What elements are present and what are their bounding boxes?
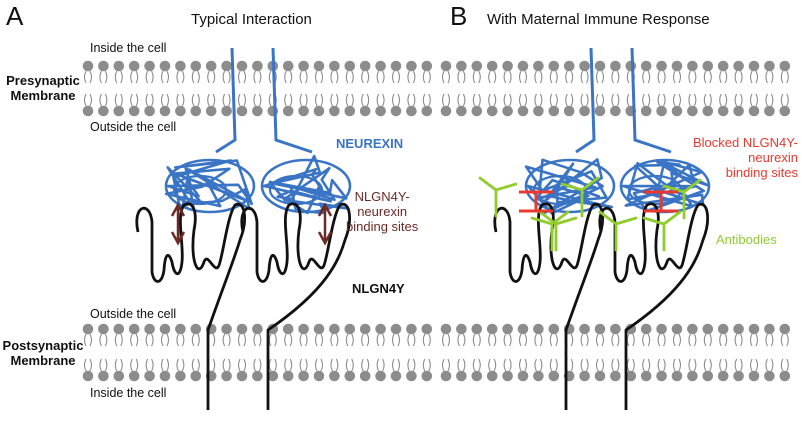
outside-the-cell-bottom: Outside the cell	[90, 307, 177, 321]
blocked-line-2: neurexin	[748, 149, 798, 165]
presynaptic-lower-leaflet-0	[82, 93, 433, 117]
nlgn4y-b-right	[598, 202, 709, 410]
neurexin-label: NEUREXIN	[336, 136, 404, 151]
blocked-line-1: Blocked NLGN4Y-	[692, 135, 798, 150]
antibody-1	[478, 176, 518, 218]
antibody-6	[642, 210, 682, 252]
presynaptic-line-1: Presynaptic	[6, 73, 80, 88]
neurexin-a-left	[164, 47, 256, 214]
antibodies	[478, 176, 702, 252]
blocker-left	[519, 190, 553, 213]
blocker-right	[644, 190, 678, 213]
presynaptic-upper-leaflet-1	[440, 60, 791, 84]
postsynaptic-line-2: Membrane	[10, 352, 76, 368]
postsynaptic-upper-leaflet-0	[82, 323, 433, 347]
blocked-sites-label: Blocked NLGN4Y- neurexin binding sites	[680, 135, 798, 181]
outside-the-cell-top: Outside the cell	[90, 120, 177, 134]
postsynaptic-membrane-label: Postsynaptic Membrane	[0, 338, 86, 369]
presynaptic-lower-leaflet-1	[440, 93, 791, 117]
antibody-3	[530, 210, 570, 252]
postsynaptic-upper-leaflet-1	[440, 323, 791, 347]
antibody-2	[538, 210, 578, 252]
postsynaptic-lower-leaflet-1	[440, 358, 791, 382]
panel-b-letter: B	[450, 1, 468, 31]
blocked-line-3: binding sites	[725, 164, 798, 180]
antibody-5	[598, 210, 638, 252]
inside-the-cell-top: Inside the cell	[90, 41, 167, 55]
binding-sites-line-1: NLGN4Y-	[354, 189, 410, 204]
antibody-7	[662, 178, 702, 220]
binding-sites-label: NLGN4Y- neurexin binding sites	[346, 189, 419, 235]
inside-the-cell-bottom: Inside the cell	[90, 386, 167, 400]
binding-arrow-left	[170, 202, 186, 246]
postsynaptic-lower-leaflet-0	[82, 358, 433, 382]
antibody-4	[560, 176, 600, 218]
nlgn4y-label: NLGN4Y	[352, 281, 405, 296]
antibodies-label: Antibodies	[716, 232, 777, 247]
binding-sites-line-2: neurexin	[357, 203, 408, 219]
presynaptic-upper-leaflet-0	[82, 60, 433, 84]
postsynaptic-line-1: Postsynaptic	[2, 338, 84, 353]
binding-arrow-right	[317, 202, 333, 246]
membranes	[82, 60, 791, 382]
panel-b-title: With Maternal Immune Response	[487, 11, 710, 28]
binding-arrows	[170, 202, 333, 246]
presynaptic-line-2: Membrane	[10, 87, 76, 103]
presynaptic-membrane-label: Presynaptic Membrane	[0, 73, 86, 104]
nlgn4y-a-left	[135, 202, 246, 410]
panel-a-letter: A	[6, 1, 24, 31]
blockers	[519, 190, 678, 213]
neurexin-b-left	[524, 47, 616, 215]
neurexin-proteins	[164, 47, 711, 215]
binding-sites-line-3: binding sites	[346, 218, 419, 234]
nlgn4y-a-right	[240, 202, 351, 410]
panel-a-title: Typical Interaction	[191, 11, 312, 28]
